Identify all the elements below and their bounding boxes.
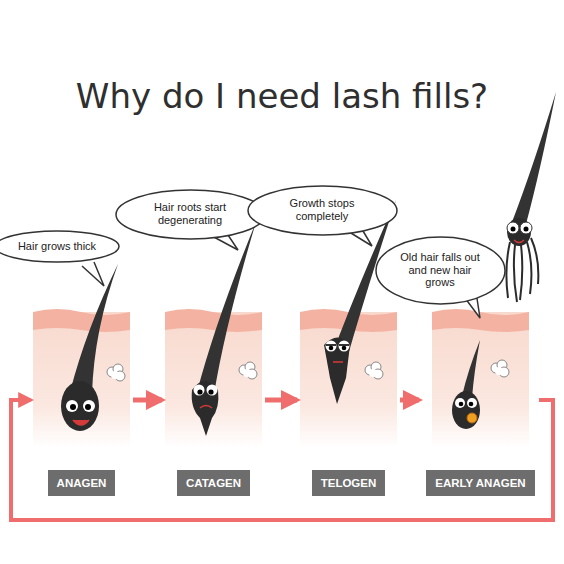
- stage-label-box: ANAGEN: [33, 310, 130, 502]
- speech-bubble: Hair grows thick: [0, 230, 120, 263]
- stage-name: CATAGEN: [177, 470, 250, 496]
- stage-name: TELOGEN: [312, 470, 386, 496]
- cycle-arrow: [11, 400, 553, 520]
- stage-name: ANAGEN: [48, 470, 116, 496]
- bubble-text: Old hair falls out and new hair grows: [399, 251, 481, 289]
- speech-bubble: Hair roots start degenerating: [115, 189, 266, 240]
- bubble-text: Hair grows thick: [18, 240, 96, 253]
- bubble-ellipse: [0, 231, 119, 262]
- stage-label-box: EARLY ANAGEN: [422, 310, 539, 502]
- title: Why do I need lash fills?: [0, 76, 564, 116]
- stage-label-box: CATAGEN: [165, 310, 262, 502]
- speech-bubble: Growth stops completely: [247, 185, 398, 236]
- speech-bubble: Old hair falls out and new hair grows: [375, 236, 506, 305]
- cycle-arrow: [265, 398, 297, 403]
- cycle-arrow: [400, 398, 419, 403]
- stage-name: EARLY ANAGEN: [426, 470, 534, 496]
- bubble-ellipse: [116, 190, 265, 239]
- skin-panels: [33, 309, 529, 448]
- bubble-text: Hair roots start degenerating: [142, 201, 238, 226]
- stage-label-box: TELOGEN: [300, 310, 397, 502]
- bubble-text: Growth stops completely: [274, 197, 370, 222]
- catagen-hair: [192, 222, 257, 436]
- bubble-ellipse: [248, 186, 397, 235]
- anagen-hair: [61, 264, 125, 431]
- cycle-arrow: [133, 398, 162, 403]
- bubble-ellipse: [376, 237, 505, 304]
